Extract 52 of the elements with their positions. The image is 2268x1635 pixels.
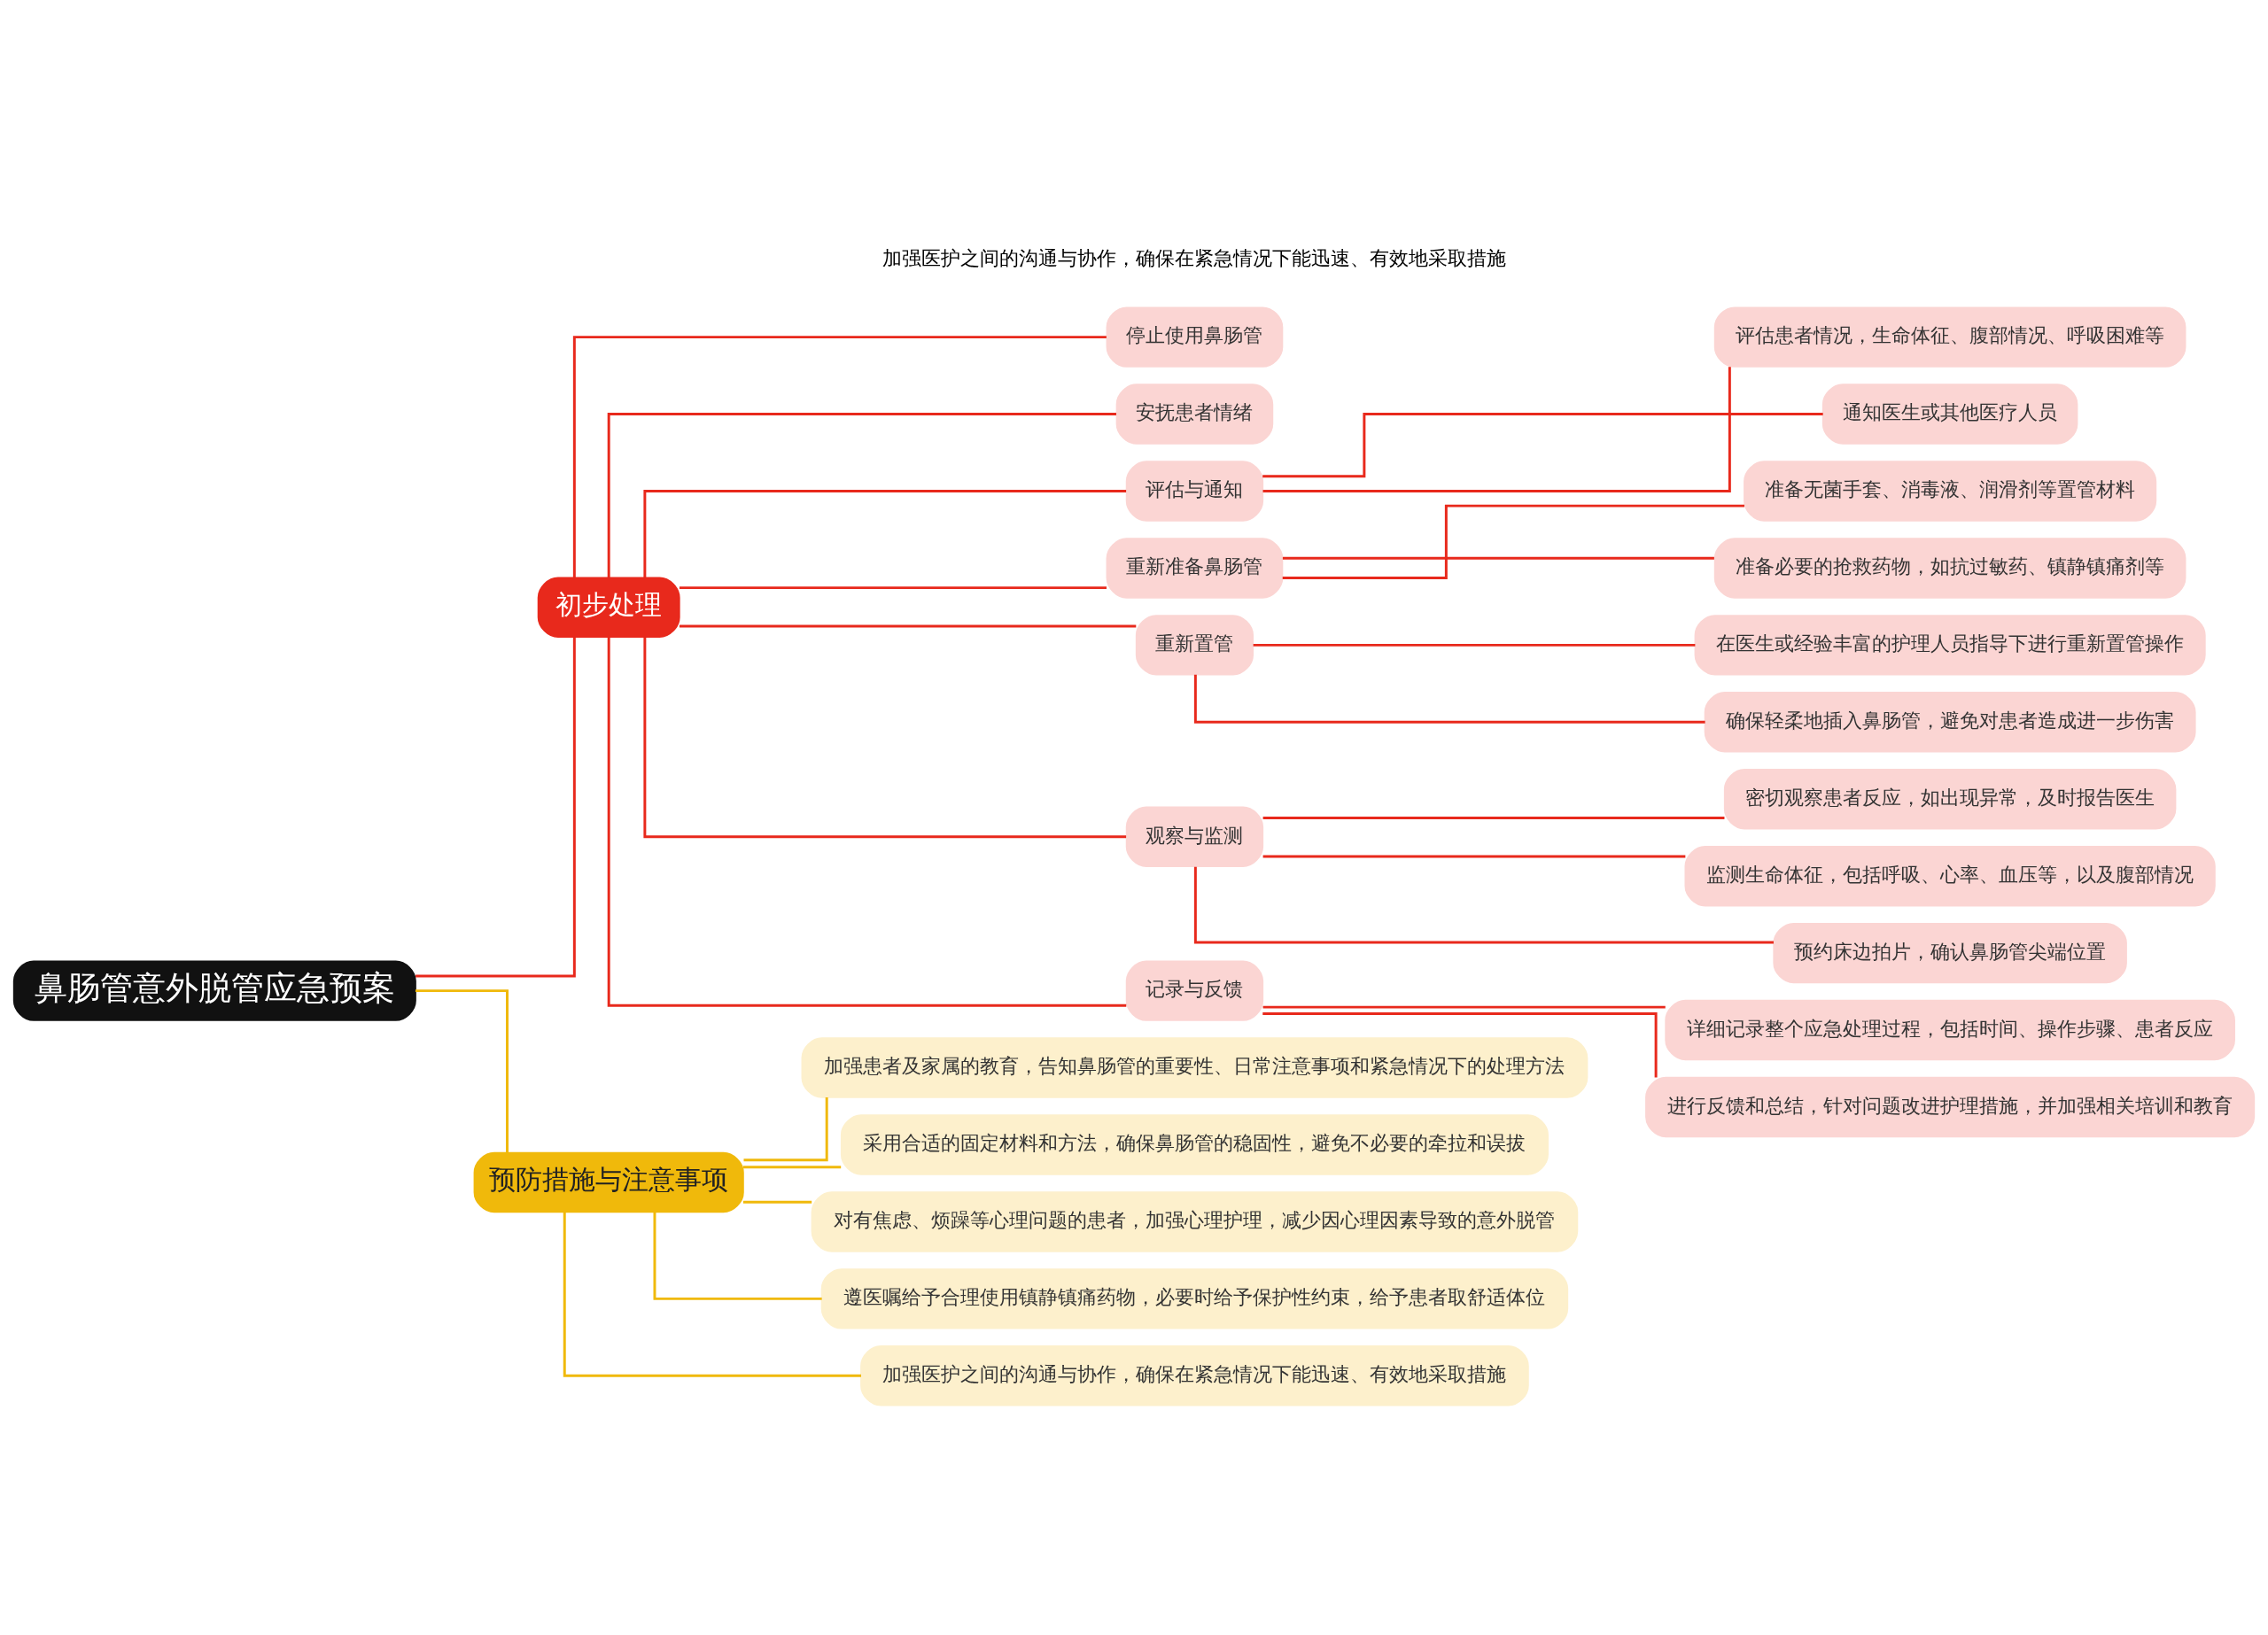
connector: [1253, 643, 1696, 647]
connector: [1262, 412, 1823, 477]
connector: [416, 636, 576, 977]
connector: [1262, 1011, 1658, 1078]
node-box: 安抚患者情绪: [1115, 383, 1274, 445]
node-box: 重新准备鼻肠管: [1106, 537, 1284, 599]
node-box: 监测生命体征，包括呼吸、心率、血压等，以及腹部情况: [1684, 845, 2216, 906]
connector: [607, 637, 1127, 1007]
connector: [1193, 866, 1774, 944]
node-box: 评估与通知: [1125, 460, 1264, 522]
node-box: 密切观察患者反应，如出现异常，及时报告医生: [1723, 768, 2177, 829]
connector: [643, 489, 1127, 577]
node-box: 准备必要的抢救药物，如抗过敏药、镇静镇痛剂等: [1713, 537, 2186, 599]
node-box: 预约床边拍片，确认鼻肠管尖端位置: [1773, 922, 2127, 983]
node-box: 对有焦虑、烦躁等心理问题的患者，加强心理护理，减少因心理因素导致的意外脱管: [811, 1190, 1579, 1252]
node-box: 准备无菌手套、消毒液、润滑剂等置管材料: [1744, 460, 2157, 522]
connector: [572, 335, 1107, 577]
label: 加强医护之间的沟通与协作，确保在紧急情况下能迅速、有效地采取措施: [882, 245, 1507, 269]
connector: [1262, 1005, 1666, 1009]
connector: [1193, 674, 1705, 724]
connector: [679, 585, 1107, 589]
node-box: 预防措施与注意事项: [473, 1151, 744, 1213]
node-box: 重新置管: [1135, 614, 1254, 676]
node-box: 评估患者情况，生命体征、腹部情况、呼吸困难等: [1713, 306, 2186, 368]
node-box: 通知医生或其他医疗人员: [1821, 383, 2078, 445]
node-box: 详细记录整个应急处理过程，包括时间、操作步骤、患者反应: [1665, 999, 2235, 1060]
node-box: 观察与监测: [1125, 806, 1264, 867]
connector: [1282, 504, 1744, 579]
connector: [643, 636, 1127, 838]
connector: [1282, 556, 1714, 560]
connector: [1262, 816, 1725, 819]
connector: [742, 1165, 842, 1168]
connector: [1262, 366, 1731, 492]
connector: [1262, 855, 1686, 857]
connector: [653, 1212, 822, 1300]
node-box: 在医生或经验丰富的护理人员指导下进行重新置管操作: [1694, 614, 2206, 676]
connector: [563, 1212, 861, 1377]
connector: [415, 988, 509, 1153]
node-box: 记录与反馈: [1125, 959, 1264, 1021]
node-box: 加强医护之间的沟通与协作，确保在紧急情况下能迅速、有效地采取措施: [860, 1344, 1529, 1406]
connector: [679, 624, 1137, 628]
node-box: 进行反馈和总结，针对问题改进护理措施，并加强相关培训和教育: [1645, 1076, 2256, 1137]
node-box: 遵医嘱给予合理使用镇静镇痛药物，必要时给予保护性约束，给予患者取舒适体位: [820, 1267, 1569, 1329]
node-box: 加强患者及家属的教育，告知鼻肠管的重要性、日常注意事项和紧急情况下的处理方法: [801, 1036, 1588, 1098]
node-box: 停止使用鼻肠管: [1106, 306, 1284, 368]
connector: [742, 1200, 812, 1204]
connector: [743, 1096, 828, 1161]
node-box: 采用合适的固定材料和方法，确保鼻肠管的稳固性，避免不必要的牵拉和误拔: [840, 1113, 1549, 1175]
node-box: 鼻肠管意外脱管应急预案: [12, 959, 416, 1021]
node-box: 初步处理: [537, 577, 680, 638]
node-box: 确保轻柔地插入鼻肠管，避免对患者造成进一步伤害: [1704, 691, 2196, 752]
connector: [607, 412, 1116, 577]
